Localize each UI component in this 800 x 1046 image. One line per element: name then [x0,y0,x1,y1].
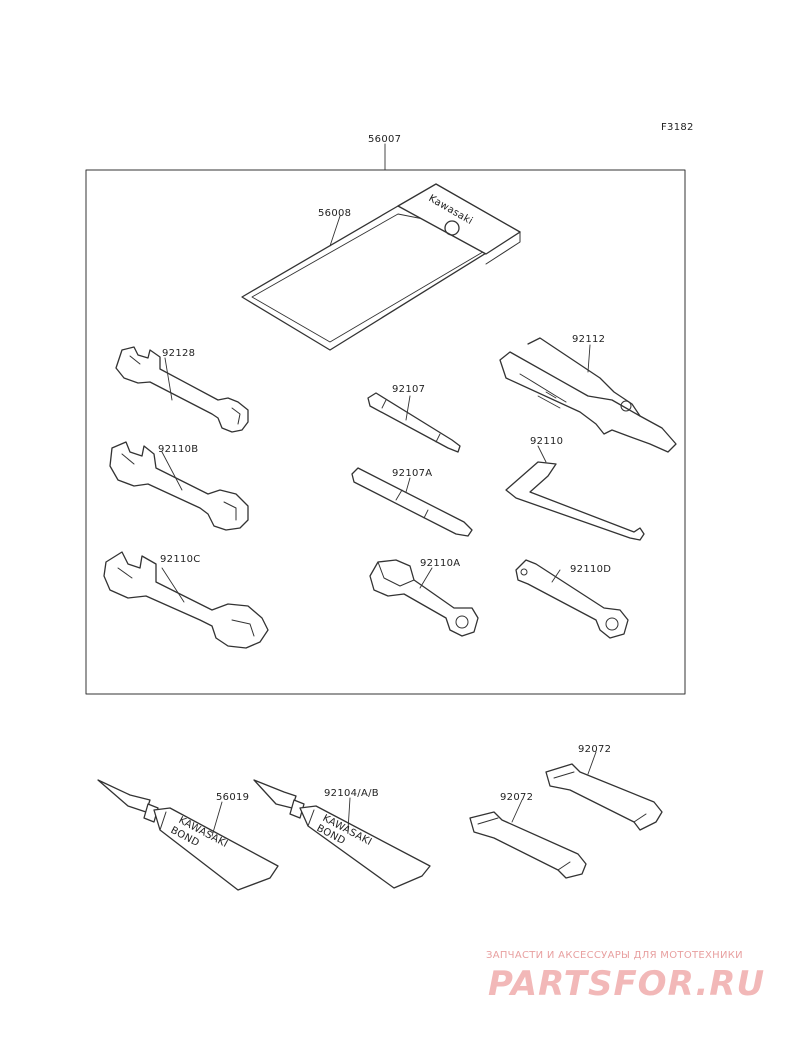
pliers-92112 [499,337,677,453]
pouch-snap [444,220,460,236]
label-56019: 56019 [216,792,249,803]
label-92110B: 92110B [158,444,198,455]
strap-92072-upper [545,751,663,831]
hex-key-92110 [505,445,645,541]
socket-wrench-92110A [369,559,479,637]
pouch-label: 56008 [318,208,351,219]
label-92128: 92128 [162,348,195,359]
wrench-92128 [115,346,249,433]
label-92107: 92107 [392,384,425,395]
watermark-logo: PARTSFOR.RU [488,964,766,1004]
kit-box [85,169,686,695]
label-92104: 92104/A/B [324,788,379,799]
driver-bit-92107 [367,392,461,453]
wrench-92110B [109,441,249,531]
label-92107A: 92107A [392,468,432,479]
label-92110: 92110 [530,436,563,447]
wrench-92110C [103,551,269,649]
tube-56019 [97,779,279,891]
label-92110D: 92110D [570,564,611,575]
label-92110A: 92110A [420,558,460,569]
driver-bit-92107A [351,467,473,537]
tool-pouch [241,183,521,351]
strap-92072-lower [469,799,587,879]
tube-92104 [253,779,431,889]
label-92072-upper: 92072 [578,744,611,755]
label-92072-lower: 92072 [500,792,533,803]
label-92110C: 92110C [160,554,201,565]
socket-wrench-92110D [515,559,629,639]
kit-label: 56007 [368,134,401,145]
watermark-tagline: ЗАПЧАСТИ И АКСЕССУАРЫ ДЛЯ МОТОТЕХНИКИ [486,950,743,961]
figure-code: F3182 [661,122,694,133]
label-92112: 92112 [572,334,605,345]
